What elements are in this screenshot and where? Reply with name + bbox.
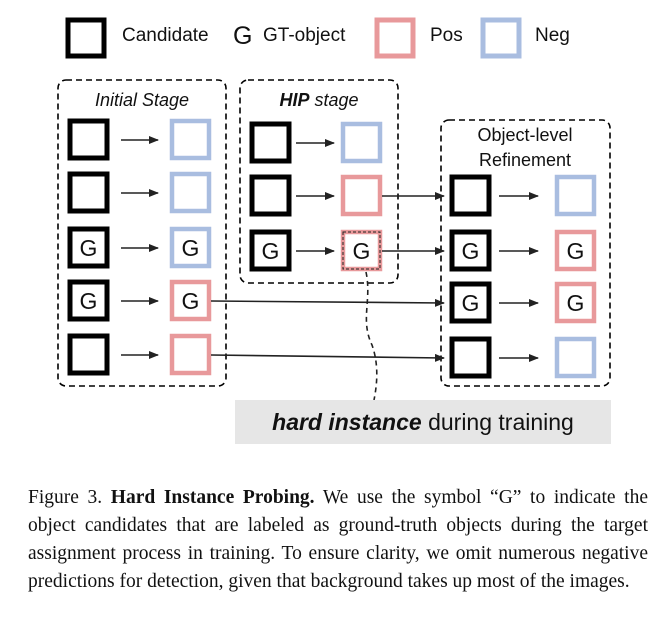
refine-candidate-4 <box>449 336 492 379</box>
initial-stage-container <box>57 79 227 387</box>
legend-pos-label: Pos <box>430 25 463 46</box>
hip-hard-instance-g: G <box>353 238 371 264</box>
legend-gt-symbol: G <box>233 22 252 50</box>
hip-stage-container <box>239 79 399 284</box>
figure-caption: Figure 3. Hard Instance Probing. We use … <box>28 484 648 596</box>
refine-pos-2 <box>554 229 597 272</box>
initial-candidate-2 <box>67 171 110 214</box>
legend-pos-box <box>374 17 416 59</box>
hip-hard-instance-inner-dash <box>342 231 381 270</box>
refine-candidate-3 <box>449 281 492 324</box>
initial-neg-2 <box>169 171 212 214</box>
legend-gt-label: GT-object <box>263 25 346 46</box>
initial-to-refine-arrow-2 <box>210 353 445 362</box>
initial-neg-1 <box>169 118 212 161</box>
initial-pos-5 <box>169 333 212 376</box>
legend-candidate-box <box>65 17 107 59</box>
initial-candidate-4-g: G <box>80 288 98 314</box>
legend-neg-box <box>480 17 522 59</box>
legend-candidate-label: Candidate <box>122 25 209 46</box>
hip-neg-1 <box>340 121 383 164</box>
hard-instance-label-rest: during training <box>422 409 574 435</box>
refinement-container <box>440 119 611 387</box>
refine-neg-4 <box>554 336 597 379</box>
initial-neg-3-g: G <box>182 235 200 261</box>
hard-instance-pointer <box>365 271 378 401</box>
initial-neg-3 <box>169 226 212 269</box>
initial-stage-rows: G G G G <box>67 118 212 376</box>
refinement-title-line1: Object-level <box>477 125 572 145</box>
caption-body: We use the symbol “G” to indicate the ob… <box>28 487 648 592</box>
hard-instance-label-bold: hard instance <box>272 409 422 435</box>
hip-candidate-3-g: G <box>262 238 280 264</box>
initial-candidate-4 <box>67 279 110 322</box>
initial-to-refine-arrow-1 <box>210 298 445 307</box>
initial-pos-4-g: G <box>182 288 200 314</box>
hip-pos-2 <box>340 174 383 217</box>
refine-neg-1 <box>554 174 597 217</box>
hip-candidate-2 <box>249 174 292 217</box>
caption-prefix: Figure 3. <box>28 487 111 508</box>
hip-stage-rows: G G <box>249 121 383 272</box>
caption-title: Hard Instance Probing. <box>110 487 315 508</box>
hard-instance-label: hard instance during training <box>272 409 574 435</box>
refine-pos-2-g: G <box>567 238 585 264</box>
hip-candidate-3 <box>249 229 292 272</box>
hip-stage-title-rest: stage <box>309 90 358 110</box>
initial-candidate-5 <box>67 333 110 376</box>
initial-candidate-3 <box>67 226 110 269</box>
refine-pos-3-g: G <box>567 290 585 316</box>
hip-stage-title: HIP stage <box>279 90 358 110</box>
legend: Candidate G GT-object Pos Neg <box>65 17 570 59</box>
legend-neg-label: Neg <box>535 25 570 46</box>
hip-candidate-1 <box>249 121 292 164</box>
initial-candidate-3-g: G <box>80 235 98 261</box>
hip-stage-title-bold: HIP <box>279 90 310 110</box>
refinement-title-line2: Refinement <box>479 150 571 170</box>
refine-candidate-3-g: G <box>462 290 480 316</box>
refinement-rows: G G G G <box>449 174 597 379</box>
initial-stage-title: Initial Stage <box>95 90 189 110</box>
cross-stage-arrows <box>210 192 445 362</box>
hip-figure: Candidate G GT-object Pos Neg Initial St… <box>57 17 611 444</box>
refine-candidate-2-g: G <box>462 238 480 264</box>
hard-instance-label-bg <box>235 400 611 444</box>
refine-pos-3 <box>554 281 597 324</box>
initial-pos-4 <box>169 279 212 322</box>
refine-candidate-1 <box>449 174 492 217</box>
initial-candidate-1 <box>67 118 110 161</box>
refine-candidate-2 <box>449 229 492 272</box>
